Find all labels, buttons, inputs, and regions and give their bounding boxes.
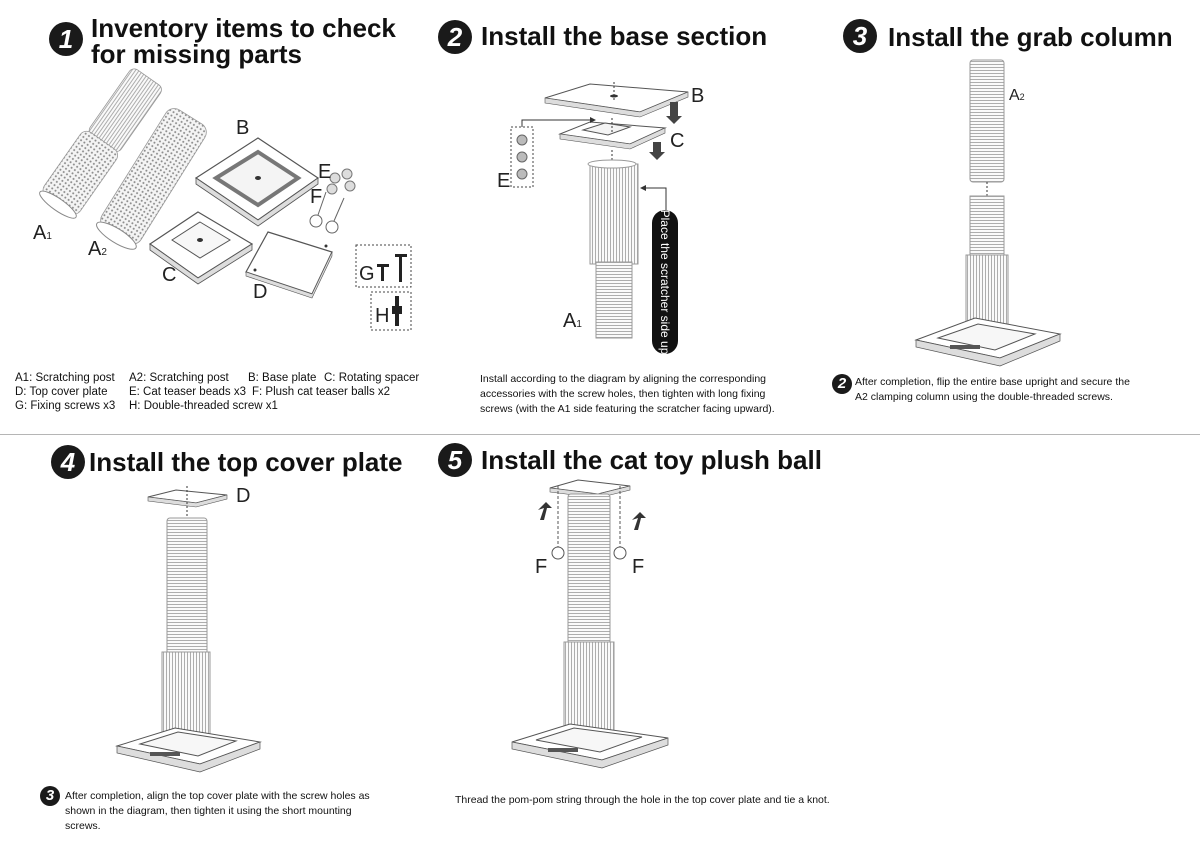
- step3-a1-upper: [969, 195, 1005, 257]
- parts-c: C: Rotating spacer: [324, 372, 420, 384]
- step2-beads-box: [510, 126, 534, 188]
- step2-plate-b: [544, 82, 689, 118]
- label-e: E: [318, 161, 332, 183]
- parts-e: E: Cat teaser beads x3: [129, 386, 246, 398]
- a2-post-drawing: [96, 108, 207, 250]
- parts-d: D: Top cover plate: [15, 386, 108, 398]
- step2-label-b: B: [691, 85, 705, 107]
- step-2-caption: Install according to the diagram by alig…: [480, 373, 775, 415]
- f-balls-drawing: [309, 191, 345, 234]
- label-d: D: [253, 281, 268, 303]
- parts-list: A1: Scratching post A2: Scratching post …: [15, 371, 435, 421]
- h-screw-drawing: [392, 296, 402, 326]
- step-1-title-line1: Inventory items to check: [91, 13, 396, 43]
- step-5-badge: 5: [438, 443, 472, 477]
- step5-middle-post: [563, 641, 615, 735]
- e-beads-drawing: [326, 168, 356, 195]
- a1-post-drawing: [39, 68, 162, 219]
- d-top-cover-drawing: [245, 231, 333, 299]
- label-b: B: [236, 117, 250, 139]
- parts-f: F: Plush cat teaser balls x2: [252, 386, 391, 398]
- step4-top-plate: [147, 486, 228, 520]
- step5-left-ball: [551, 486, 565, 560]
- label-a1: A1: [33, 222, 52, 244]
- step3-base: [914, 317, 1062, 367]
- step2-label-e: E: [497, 170, 511, 192]
- step5-arrows: [538, 502, 646, 530]
- step2-side-up-note: Place the scratcher side up: [652, 210, 678, 354]
- parts-a2: A2: Scratching post: [129, 372, 229, 384]
- step2-arrows: [649, 102, 682, 160]
- step4-label-d: D: [236, 485, 251, 507]
- step2-post-upper: [589, 163, 639, 265]
- step2-label-c: C: [670, 130, 685, 152]
- step-3-title: Install the grab column: [888, 22, 1173, 52]
- step2-spacer-c: [558, 118, 667, 150]
- g-screws-drawing: [377, 254, 407, 282]
- label-f: F: [310, 186, 323, 208]
- b-base-plate-drawing: [194, 137, 320, 227]
- step-5-title: Install the cat toy plush ball: [481, 445, 822, 475]
- step-3-caption-badge: 2: [832, 374, 852, 394]
- c-spacer-drawing: [148, 211, 254, 285]
- step2-beads: [516, 134, 528, 180]
- step-3-caption: After completion, flip the entire base u…: [855, 376, 1130, 403]
- step2-note-leader: [646, 187, 667, 210]
- step5-base: [511, 723, 669, 769]
- label-g: G: [359, 263, 375, 285]
- step3-label-a2: A2: [1009, 87, 1025, 104]
- step2-label-a1: A1: [563, 310, 582, 332]
- step5-upper-post: [567, 493, 611, 645]
- step-2-badge: 2: [438, 20, 472, 54]
- step-1-title-line2: for missing parts: [91, 39, 302, 69]
- parts-a1: A1: Scratching post: [15, 372, 115, 384]
- h-screw-box: [370, 291, 412, 331]
- label-a2: A2: [88, 238, 107, 260]
- step5-right-ball: [613, 486, 627, 560]
- step-4-title: Install the top cover plate: [89, 447, 403, 477]
- step2-post-lower: [595, 261, 633, 339]
- step-4-badge: 4: [51, 445, 85, 479]
- step-2-title: Install the base section: [481, 21, 768, 51]
- step-5-caption: Thread the pom-pom string through the ho…: [455, 794, 830, 806]
- step5-label-f-right: F: [632, 556, 645, 578]
- step4-base: [115, 727, 262, 773]
- step-3-badge: 3: [843, 19, 877, 53]
- g-screws-box: [355, 244, 412, 288]
- step2-beads-leader: [521, 119, 590, 127]
- step-4-caption: After completion, align the top cover pl…: [65, 790, 370, 832]
- label-h: H: [375, 305, 390, 327]
- section-divider: [0, 434, 1200, 435]
- label-c: C: [162, 264, 177, 286]
- step5-label-f-left: F: [535, 556, 548, 578]
- step-4-caption-badge: 3: [40, 786, 60, 806]
- parts-b: B: Base plate: [248, 372, 317, 384]
- parts-h: H: Double-threaded screw x1: [129, 400, 278, 412]
- parts-g: G: Fixing screws x3: [15, 400, 116, 412]
- step-1-badge: 1: [49, 22, 83, 56]
